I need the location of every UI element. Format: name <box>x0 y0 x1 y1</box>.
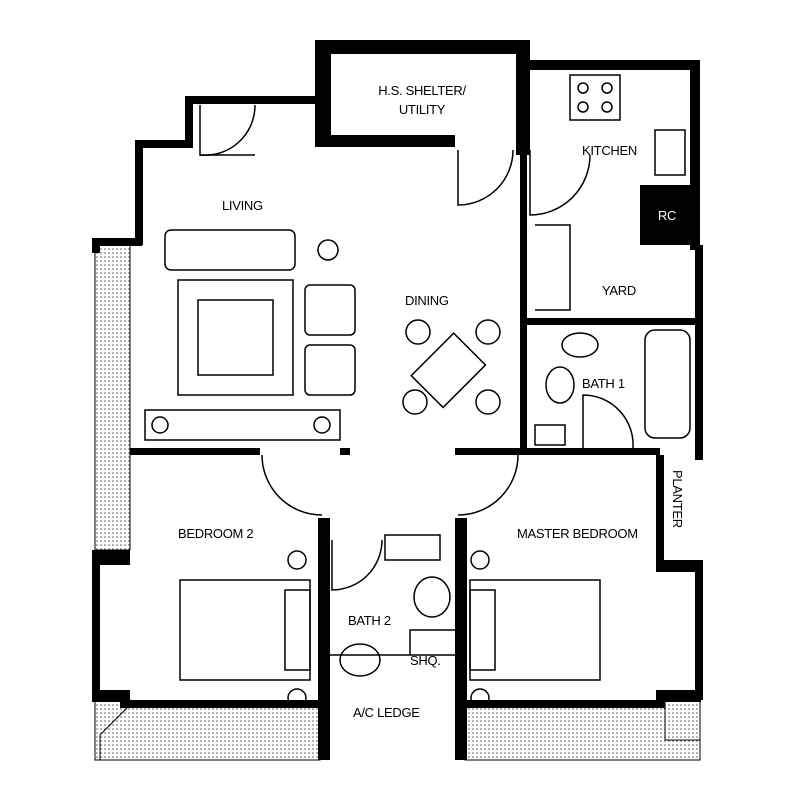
walls <box>92 40 703 760</box>
label-living: LIVING <box>222 198 263 213</box>
label-yard: YARD <box>602 283 636 298</box>
label-shelter: H.S. SHELTER/ <box>378 83 466 98</box>
label-kitchen: KITCHEN <box>582 143 637 158</box>
label-bedroom2: BEDROOM 2 <box>178 526 253 541</box>
door-swings <box>199 104 634 591</box>
label-planter: PLANTER <box>670 470 685 528</box>
furniture <box>144 74 691 708</box>
label-rc: RC <box>658 208 676 223</box>
bed-bedroom2 <box>179 579 311 681</box>
bathtub <box>644 329 691 439</box>
rug <box>177 279 294 396</box>
label-bath1: BATH 1 <box>582 376 625 391</box>
room-labels: H.S. SHELTER/ UTILITY KITCHEN RC LIVING … <box>178 83 685 720</box>
label-master-bedroom: MASTER BEDROOM <box>517 526 638 541</box>
label-ac-ledge: A/C LEDGE <box>353 705 420 720</box>
balcony-hatching <box>94 244 701 761</box>
label-shq: SHQ. <box>410 653 441 668</box>
sofa <box>164 229 296 271</box>
label-dining: DINING <box>405 293 449 308</box>
dining-table <box>410 332 487 409</box>
label-utility: UTILITY <box>399 102 446 117</box>
label-bath2: BATH 2 <box>348 613 391 628</box>
bed-master <box>469 579 601 681</box>
